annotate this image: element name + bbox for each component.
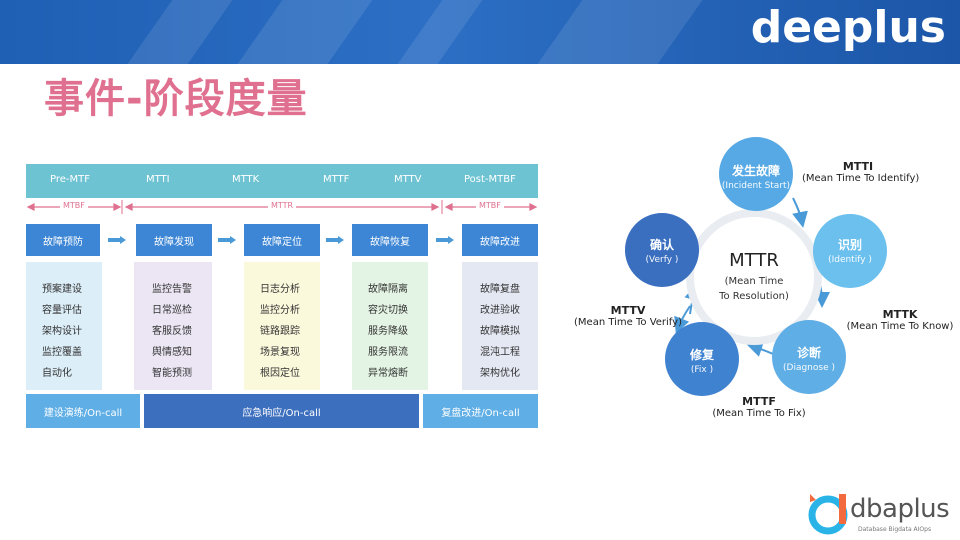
metrics-bar: Pre-MTF MTTI MTTK MTTF MTTV Post-MTBF [26, 164, 538, 198]
stage-prevent: 故障预防 [26, 224, 100, 256]
list-item: 监控告警 [152, 284, 192, 295]
card-discover: 监控告警 日常巡检 客服反馈 舆情感知 智能预测 [134, 262, 212, 390]
stage-discover: 故障发现 [136, 224, 212, 256]
mttr-title: MTTR [729, 250, 779, 271]
list-item: 异常熔断 [368, 368, 408, 379]
mttr-sub2: To Resolution) [719, 291, 789, 302]
list-item: 预案建设 [42, 284, 82, 295]
list-item: 监控分析 [260, 305, 300, 316]
node-sublabel: (Fix ) [690, 365, 714, 375]
list-item: 客服反馈 [152, 326, 192, 337]
node-sublabel: (Verfy ) [645, 255, 679, 265]
list-item: 容量评估 [42, 305, 82, 316]
label-full: (Mean Time To Verify) [574, 317, 682, 328]
node-label: 识别 [837, 238, 862, 252]
span-label-mtbf-right: MTBF [476, 201, 504, 210]
page-title: 事件-阶段度量 [44, 76, 308, 122]
list-item: 故障隔离 [368, 284, 408, 295]
footer-bar-response: 应急响应/On-call [144, 394, 419, 428]
node-verify: 确认 (Verfy ) [612, 236, 712, 265]
list-item: 根因定位 [260, 368, 300, 379]
card-recover: 故障隔离 容灾切换 服务降级 服务限流 异常熔断 [352, 262, 428, 390]
list-item: 容灾切换 [368, 305, 408, 316]
metric-label: MTTK [232, 174, 260, 185]
dbaplus-logo: dbaplus Database Bigdata AIOps [806, 488, 956, 538]
list-item: 架构设计 [42, 326, 82, 337]
list-item: 日常巡检 [152, 305, 192, 316]
flow-arrow-icon [218, 236, 236, 244]
node-diagnose: 诊断 (Diagnose ) [759, 344, 859, 373]
dbaplus-wordmark: dbaplus [850, 494, 950, 524]
mttr-center: MTTR (Mean Time To Resolution) [704, 250, 804, 302]
span-label-mttr: MTTR [268, 201, 297, 210]
footer-bar-drill: 建设演练/On-call [26, 394, 140, 428]
stage-locate: 故障定位 [244, 224, 320, 256]
node-label: 发生故障 [731, 164, 780, 178]
span-label-mtbf-left: MTBF [60, 201, 88, 210]
node-incident: 发生故障 (Incident Start) [706, 162, 806, 191]
label-abbr: MTTK [882, 308, 918, 321]
list-item: 链路跟踪 [260, 326, 300, 337]
label-abbr: MTTV [610, 304, 646, 317]
label-abbr: MTTI [842, 160, 874, 173]
node-label: 修复 [689, 348, 714, 362]
dbaplus-logo-icon [808, 494, 848, 535]
list-item: 服务限流 [368, 347, 408, 358]
cycle-arc [809, 261, 830, 308]
mttr-sub1: (Mean Time [724, 276, 784, 287]
label-full: (Mean Time To Know) [846, 321, 954, 332]
list-item: 架构优化 [480, 368, 520, 379]
footer-bar-review: 复盘改进/On-call [423, 394, 538, 428]
list-item: 日志分析 [260, 284, 300, 295]
label-mttv: MTTV (Mean Time To Verify) [574, 304, 682, 328]
flow-arrow-icon [326, 236, 344, 244]
list-item: 故障复盘 [480, 284, 520, 295]
label-mtti: MTTI (Mean Time To Identify) [802, 160, 919, 184]
metric-label: MTTV [394, 174, 422, 185]
list-item: 场景复现 [260, 347, 300, 358]
cycle-arc [792, 197, 808, 228]
list-item: 服务降级 [368, 326, 408, 337]
node-label: 确认 [649, 238, 674, 252]
metric-label: Post-MTBF [464, 174, 516, 185]
deeplus-logo: deeplus [750, 2, 946, 53]
label-mttk: MTTK (Mean Time To Know) [846, 308, 954, 332]
dbaplus-tagline: Database Bigdata AIOps [858, 526, 932, 533]
label-abbr: MTTF [742, 395, 776, 408]
flow-arrow-icon [108, 236, 126, 244]
flow-arrow-icon [436, 236, 454, 244]
label-full: (Mean Time To Fix) [712, 408, 806, 419]
metric-label: MTTF [323, 174, 350, 185]
card-improve: 故障复盘 改进验收 故障模拟 混沌工程 架构优化 [462, 262, 538, 390]
list-item: 混沌工程 [480, 347, 520, 358]
card-prevent: 预案建设 容量评估 架构设计 监控覆盖 自动化 [26, 262, 102, 390]
header-banner: deeplus [0, 0, 960, 64]
list-item: 智能预测 [152, 368, 192, 379]
stage-recover: 故障恢复 [352, 224, 428, 256]
node-sublabel: (Diagnose ) [783, 363, 835, 373]
span-arrows: MTBF MTTR MTBF [26, 199, 538, 215]
list-item: 自动化 [42, 368, 72, 379]
label-mttf: MTTF (Mean Time To Fix) [704, 395, 814, 419]
list-item: 故障模拟 [480, 326, 520, 337]
node-fix: 修复 (Fix ) [652, 346, 752, 375]
list-item: 监控覆盖 [42, 347, 82, 358]
list-item: 舆情感知 [152, 347, 192, 358]
label-full: (Mean Time To Identify) [802, 173, 920, 184]
node-sublabel: (Identify ) [828, 255, 872, 265]
node-sublabel: (Incident Start) [721, 181, 791, 191]
node-identify: 识别 (Identify ) [800, 236, 900, 265]
metric-label: Pre-MTF [50, 174, 90, 185]
card-locate: 日志分析 监控分析 链路跟踪 场景复现 根因定位 [244, 262, 320, 390]
metric-label: MTTI [146, 174, 170, 185]
cycle-arc [684, 284, 700, 315]
node-label: 诊断 [796, 346, 821, 360]
list-item: 改进验收 [480, 305, 520, 316]
stage-improve: 故障改进 [462, 224, 538, 256]
